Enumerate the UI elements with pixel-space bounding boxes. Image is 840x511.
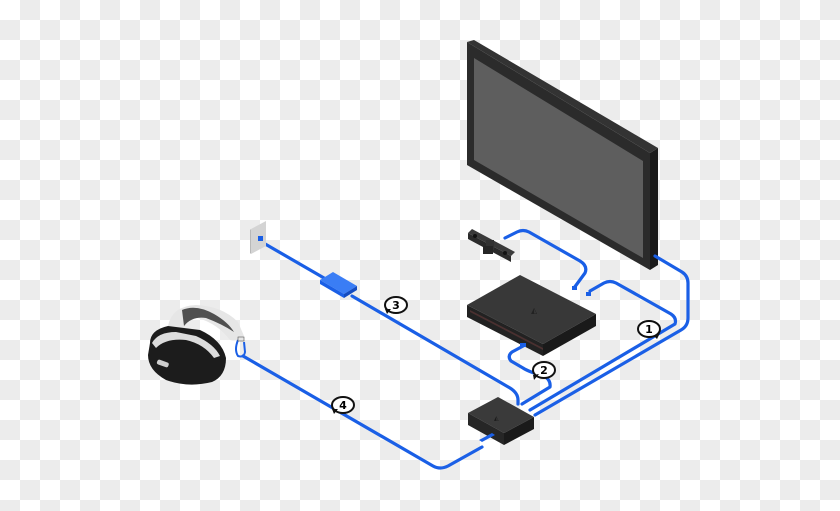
vr-headset-icon [148, 305, 247, 385]
label-4: 4 [331, 396, 355, 414]
label-2: 2 [532, 361, 556, 380]
cable-1-tv-hdmi [533, 254, 690, 417]
cable-2-usb [507, 343, 552, 406]
label-3: 3 [384, 296, 408, 314]
cable-3-power [258, 239, 326, 280]
cable-1-console-hdmi [528, 279, 678, 412]
svg-text:4: 4 [339, 399, 347, 412]
cable-4-hdmi-usb [241, 354, 484, 470]
cable-3-power-to-processor [350, 294, 520, 406]
svg-text:3: 3 [392, 299, 400, 312]
processor-box-icon: ◭ [468, 397, 534, 445]
cable-camera [503, 228, 588, 290]
tv-icon [467, 40, 658, 270]
cables [241, 228, 690, 470]
svg-text:1: 1 [645, 323, 653, 336]
svg-text:◭: ◭ [494, 415, 499, 422]
camera-icon [468, 229, 515, 262]
ac-adapter-icon [320, 272, 357, 298]
console-icon: ◭ [467, 275, 596, 356]
power-outlet-icon [250, 221, 266, 254]
label-1: 1 [637, 320, 661, 339]
console-logo-icon: ◭ [531, 306, 538, 315]
svg-text:2: 2 [540, 364, 548, 377]
